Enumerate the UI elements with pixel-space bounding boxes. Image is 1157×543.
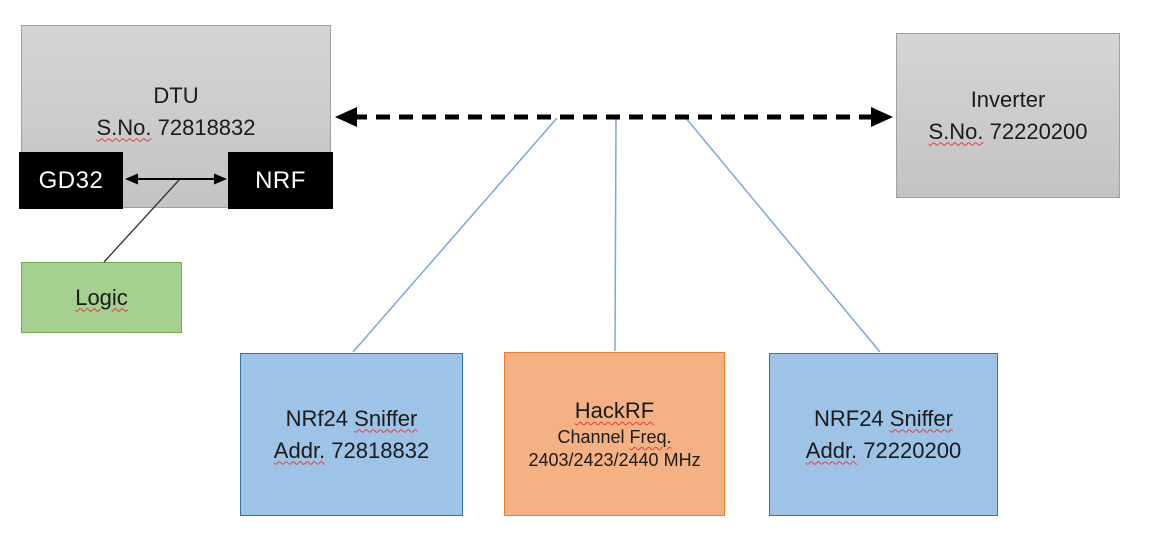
- sniffer-left-addr-label: Addr.: [273, 437, 326, 463]
- logic-analyzer-box: Logic: [21, 262, 182, 333]
- sniffer-right-type: Sniffer: [889, 405, 953, 431]
- inverter-title: Inverter: [970, 86, 1046, 112]
- hackrf-channel-word: Channel: [557, 427, 625, 447]
- hackrf-box: HackRF Channel Freq. 2403/2423/2440 MHz: [504, 352, 725, 516]
- rf-link-left-arrowhead: [335, 107, 357, 127]
- connector-sniffer-left: [352, 117, 558, 353]
- sniffer-left-type: Sniffer: [354, 405, 418, 431]
- inverter-box: Inverter S.No. 72220200: [896, 33, 1120, 198]
- connector-sniffer-right: [684, 116, 881, 353]
- dtu-label-block: DTU S.No. 72818832: [96, 80, 255, 144]
- sniffer-left-addr-number: 72818832: [331, 437, 430, 463]
- sniffer-right-box: NRF24 Sniffer Addr. 72220200: [769, 353, 998, 516]
- sniffer-right-label-block: NRF24 Sniffer Addr. 72220200: [806, 403, 961, 467]
- sniffer-left-box: NRf24 Sniffer Addr. 72818832: [240, 353, 463, 516]
- sniffer-right-addr-label: Addr.: [805, 437, 858, 463]
- dtu-title: DTU: [153, 82, 199, 108]
- sniffer-right-addr: Addr. 72220200: [806, 435, 961, 467]
- dtu-serial: S.No. 72818832: [96, 112, 255, 144]
- hackrf-title: HackRF: [575, 396, 654, 426]
- inverter-serial-number: 72220200: [989, 118, 1088, 144]
- dtu-serial-label: S.No.: [96, 114, 152, 140]
- gd32-chip-label: GD32: [38, 166, 104, 194]
- nrf-chip: NRF: [228, 152, 333, 209]
- logic-label: Logic: [75, 284, 128, 310]
- inverter-serial-label: S.No.: [928, 118, 984, 144]
- sniffer-right-brand: NRF24: [813, 405, 884, 431]
- sniffer-left-addr: Addr. 72818832: [274, 435, 429, 467]
- connector-hackrf: [614, 117, 617, 352]
- inverter-label-block: Inverter S.No. 72220200: [928, 84, 1087, 148]
- gd32-chip: GD32: [19, 152, 123, 209]
- hackrf-channel-line: Channel Freq.: [557, 426, 671, 449]
- nrf-chip-label: NRF: [255, 166, 306, 194]
- sniffer-left-brand: NRf24: [285, 405, 349, 431]
- sniffer-right-title: NRF24 Sniffer: [806, 403, 961, 435]
- sniffer-right-addr-number: 72220200: [863, 437, 962, 463]
- rf-link-right-arrowhead: [871, 107, 893, 127]
- dtu-serial-number: 72818832: [157, 114, 256, 140]
- sniffer-left-label-block: NRf24 Sniffer Addr. 72818832: [274, 403, 429, 467]
- sniffer-left-title: NRf24 Sniffer: [274, 403, 429, 435]
- hackrf-freq-word: Freq.: [629, 427, 672, 447]
- inverter-serial: S.No. 72220200: [928, 116, 1087, 148]
- hackrf-title-text: HackRF: [574, 398, 655, 423]
- hackrf-frequencies: 2403/2423/2440 MHz: [528, 450, 701, 470]
